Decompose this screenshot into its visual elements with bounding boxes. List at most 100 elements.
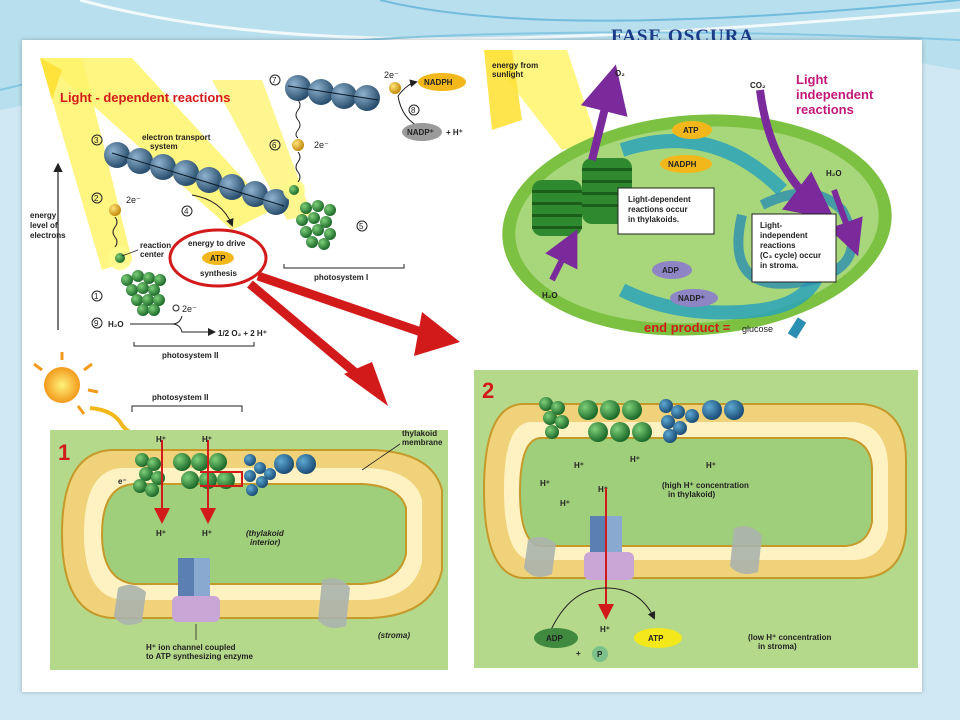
bl-hplus-1: H⁺ — [156, 435, 166, 444]
membrane-panel-2: 2 H⁺ H⁺ H⁺ H⁺ H⁺ H⁺ (high H⁺ concentrati… — [474, 370, 918, 668]
ferredoxin-chain — [285, 75, 380, 139]
co2-arrow — [756, 89, 835, 220]
electron-icon-psi — [292, 139, 304, 151]
light-independent-heading: Light independent reactions — [796, 72, 877, 117]
photosystem-i-cluster — [283, 179, 336, 250]
electron-icon-nadp — [389, 82, 401, 94]
step-numbers: 3 2 1 9 4 5 6 7 8 — [91, 74, 420, 329]
adp-badge-bottom — [534, 628, 578, 648]
svg-text:2: 2 — [94, 194, 99, 203]
high-concentration-label: (high H⁺ concentration in thylakoid) — [662, 481, 751, 499]
stroma-label: (stroma) — [378, 631, 410, 640]
thylakoid-interior-label: (thylakoid interior) — [246, 529, 286, 547]
adp-bottom-label: ADP — [546, 634, 564, 643]
nadph-right-label: NADPH — [668, 160, 697, 169]
atp-bottom-label: ATP — [648, 634, 664, 643]
br-hplus-1: H⁺ — [574, 461, 584, 470]
svg-text:8: 8 — [411, 106, 416, 115]
photosystem-i-label: photosystem I — [314, 273, 368, 282]
bl-hplus-3: H⁺ — [156, 529, 166, 538]
h2o-right-label: H₂O — [826, 169, 842, 178]
br-hplus-2: H⁺ — [630, 455, 640, 464]
sun-icon — [44, 367, 80, 403]
end-product-label: end product = — [644, 320, 731, 335]
photosynthesis-diagram: Light - dependent reactions energy level… — [30, 50, 918, 670]
h2o-left-label: H₂O — [542, 291, 558, 300]
svg-text:9: 9 — [94, 319, 99, 328]
panel-1-number: 1 — [58, 440, 70, 465]
atp-badge-bottom — [634, 628, 682, 648]
nadph-label: NADPH — [424, 78, 453, 87]
svg-text:1: 1 — [94, 292, 99, 301]
nadp-label: NADP⁺ — [407, 128, 434, 137]
atp-right-label: ATP — [683, 126, 699, 135]
stroma-note: Light- independent reactions (C₃ cycle) … — [760, 221, 823, 270]
br-hplus-out: H⁺ — [600, 625, 610, 634]
atp-synthase-2 — [584, 552, 634, 580]
atp-synthase-1 — [172, 596, 220, 622]
atp-badge-right — [672, 121, 712, 139]
glucose-label: glucose — [742, 324, 773, 334]
br-hplus-5: H⁺ — [598, 485, 608, 494]
oxygen-products-label: 1/2 O₂ + 2 H⁺ — [218, 329, 267, 338]
stroma-note-box — [751, 213, 837, 283]
sunlight-label: energy from sunlight — [492, 61, 540, 79]
br-hplus-6: H⁺ — [560, 499, 570, 508]
svg-text:3: 3 — [94, 136, 99, 145]
nadp-badge — [402, 123, 442, 141]
plus-h-label: + H⁺ — [446, 128, 463, 137]
photosystem-ii-cluster — [108, 246, 166, 316]
o2-label: O₂ — [615, 69, 625, 78]
red-arrow-right — [256, 271, 429, 339]
red-arrow-down — [247, 280, 367, 384]
nadph-badge — [418, 73, 466, 91]
thylakoid-note: Light-dependent reactions occur in thyla… — [628, 195, 693, 224]
oxygen-arrow — [580, 64, 628, 161]
reaction-center-label: reaction center — [140, 241, 173, 259]
atp-label: ATP — [210, 254, 226, 263]
water-arrow — [828, 188, 863, 257]
atp-badge — [202, 251, 234, 265]
light-dependent-heading: Light - dependent reactions — [60, 90, 230, 105]
panel-2-number: 2 — [482, 378, 494, 403]
nadp-badge-right — [670, 289, 718, 307]
svg-text:5: 5 — [359, 222, 364, 231]
two-electrons-label: 2e⁻ — [126, 195, 141, 205]
plus-label: + — [576, 649, 581, 658]
low-concentration-label: (low H⁺ concentration in stroma) — [748, 633, 834, 651]
synthesis-label: synthesis — [200, 269, 237, 278]
bl-electron-label: e⁻ — [118, 477, 127, 486]
br-hplus-4: H⁺ — [540, 479, 550, 488]
adp-badge-right — [652, 261, 692, 279]
svg-text:6: 6 — [272, 141, 277, 150]
adp-right-label: ADP — [662, 266, 680, 275]
electron-icon — [109, 204, 121, 216]
energy-axis-label: energy level of electrons — [30, 211, 66, 240]
nadp-right-label: NADP⁺ — [678, 294, 705, 303]
nadph-badge-right — [660, 155, 712, 173]
ets-label: electron transport system — [142, 133, 213, 151]
membrane-panel-1: photosystem II H⁺ H⁺ H⁺ H⁺ e⁻ 1 thy — [33, 352, 448, 670]
chloroplast-panel: energy from sunlight O₂ CO₂ Light indepe… — [484, 50, 892, 339]
slide-content: Light - dependent reactions energy level… — [22, 40, 922, 692]
atp-conversion-arrow — [549, 587, 656, 633]
bl-hplus-4: H⁺ — [202, 529, 212, 538]
water-electrons-label: 2e⁻ — [182, 304, 197, 314]
nadp-electrons-label: 2e⁻ — [384, 70, 399, 80]
thylakoid-membrane-label: thylakoid membrane — [402, 429, 443, 447]
photosystem-ii-label: photosystem II — [162, 351, 218, 360]
phosphate-badge — [592, 646, 608, 662]
water-in-arrow — [545, 229, 578, 282]
thylakoid-note-box — [617, 187, 715, 235]
svg-text:7: 7 — [272, 76, 277, 85]
phosphate-label: P — [597, 650, 603, 659]
psi-electrons-label: 2e⁻ — [314, 140, 329, 150]
ion-channel-label: H⁺ ion channel coupled to ATP synthesizi… — [146, 643, 254, 661]
water-label: H₂O — [108, 320, 124, 329]
svg-text:4: 4 — [184, 207, 189, 216]
co2-label: CO₂ — [750, 81, 766, 90]
br-hplus-3: H⁺ — [706, 461, 716, 470]
bl-photosystem-ii-label: photosystem II — [152, 393, 208, 402]
electron-transport-chain — [104, 142, 289, 215]
energy-to-drive-label: energy to drive — [188, 239, 246, 248]
